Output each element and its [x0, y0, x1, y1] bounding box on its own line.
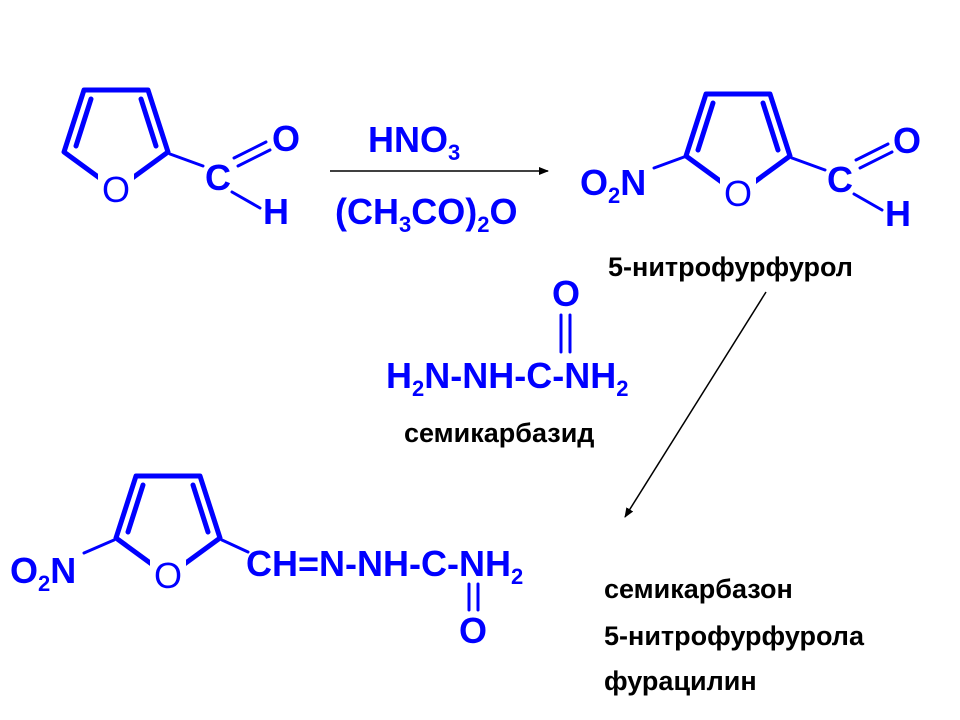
furan-double-bond [760, 100, 781, 153]
nitro-ring-bond [82, 538, 116, 555]
ring-carbon-bond [790, 156, 827, 172]
nitro-group: O2N [580, 162, 646, 208]
nitro-group: O2N [10, 550, 76, 596]
reagent-acetic-anhydride: (CH3CO)2O [335, 191, 518, 237]
product-label-nitrofurfural: 5-нитрофурфурола [604, 621, 865, 651]
ring-oxygen-atom: O [154, 555, 182, 596]
ring-oxygen-atom: O [102, 169, 130, 210]
furan-double-bond [73, 96, 94, 149]
carbonyl-oxygen-atom: O [272, 118, 300, 159]
aldehyde-h-bond [852, 192, 884, 212]
furan-ring-bonds [61, 87, 171, 193]
carbonyl-double-bond [236, 148, 272, 168]
aldehyde-hydrogen-atom: H [885, 193, 911, 234]
product-chain-formula: CH=N-NH-C-NH2 [246, 543, 523, 589]
carbonyl-oxygen-atom: O [893, 120, 921, 161]
nitro-ring-bond [652, 155, 686, 170]
semicarbazide-label: семикарбазид [404, 418, 594, 448]
semicarbazide-formula: H2N-NH-C-NH2 [386, 355, 628, 401]
furan-double-bond [138, 96, 159, 149]
product-label-furacilin: фурацилин [604, 666, 757, 696]
product-structure: O O2N CH=N-NH-C-NH2 O [10, 473, 523, 651]
semicarbazide-oxygen-atom: O [552, 273, 580, 314]
carbonyl-carbon-atom: C [827, 159, 853, 200]
furan-ring-bonds [113, 473, 223, 579]
ring-carbon-bond [168, 152, 205, 168]
semicarbazide-structure: O H2N-NH-C-NH2 [386, 273, 628, 401]
aldehyde-h-bond [230, 190, 262, 210]
furan-ring-bonds [683, 91, 793, 197]
ring-chain-bond [220, 538, 250, 554]
product-label-semicarbazone: семикарбазон [604, 574, 793, 604]
furfural-structure: O C O H [61, 87, 300, 232]
carbonyl-double-bond [858, 150, 894, 170]
diagonal-arrow [624, 291, 767, 518]
furan-double-bond [695, 100, 716, 153]
furan-double-bond [125, 482, 146, 535]
product-carbonyl-oxygen-atom: O [459, 610, 487, 651]
carbonyl-double-bond [854, 142, 890, 162]
carbonyl-double-bond [232, 140, 268, 160]
ring-oxygen-atom: O [724, 173, 752, 214]
nitrofurfural-structure: O O2N C O H [580, 91, 921, 234]
furan-double-bond [190, 482, 211, 535]
nitrofurfural-label: 5-нитрофурфурол [608, 252, 853, 282]
carbonyl-carbon-atom: C [205, 157, 231, 198]
reagent-nitric-acid: HNO3 [368, 119, 460, 165]
aldehyde-hydrogen-atom: H [263, 191, 289, 232]
